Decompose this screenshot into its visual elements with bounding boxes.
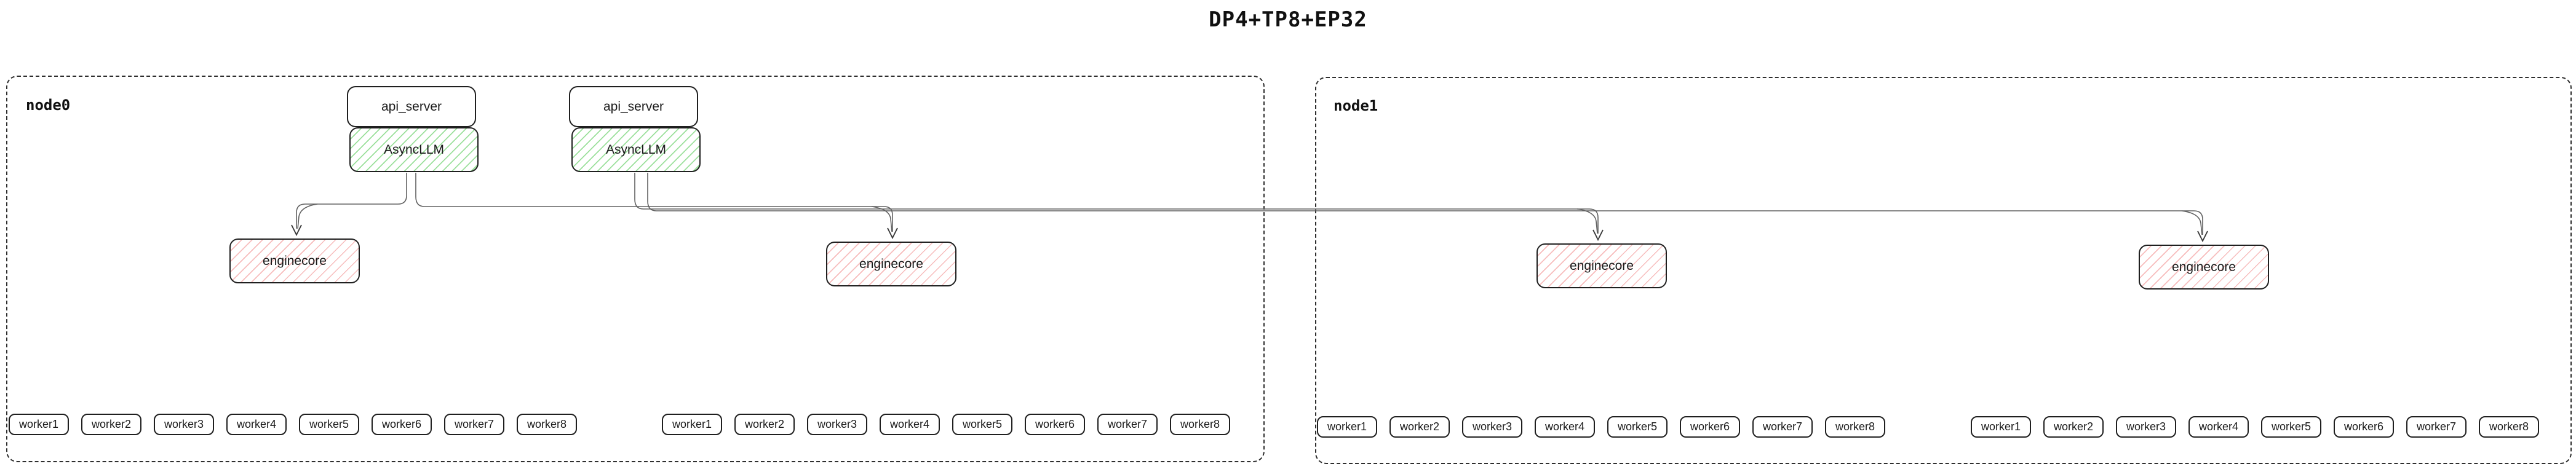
worker-box: worker6: [1680, 416, 1740, 438]
asyncllm-box-2: AsyncLLM: [571, 127, 701, 172]
worker-box: worker5: [2261, 416, 2321, 438]
worker-box: worker2: [81, 414, 141, 435]
worker-box: worker2: [2043, 416, 2104, 438]
worker-box: worker5: [952, 414, 1012, 435]
worker-box: worker4: [1535, 416, 1595, 438]
worker-box: worker3: [1462, 416, 1522, 438]
worker-box: worker2: [1389, 416, 1450, 438]
worker-box: worker1: [662, 414, 722, 435]
worker-box: worker8: [1170, 414, 1230, 435]
worker-box: worker6: [372, 414, 432, 435]
worker-box: worker6: [1025, 414, 1085, 435]
asyncllm-box-1: AsyncLLM: [349, 127, 479, 172]
worker-box: worker4: [226, 414, 287, 435]
worker-box: worker3: [2116, 416, 2176, 438]
worker-box: worker8: [1825, 416, 1885, 438]
worker-box: worker1: [9, 414, 69, 435]
node0-label: node0: [26, 97, 71, 114]
diagram-title: DP4+TP8+EP32: [1209, 7, 1367, 32]
enginecore-box-2: enginecore: [826, 242, 956, 286]
node1-group: [1315, 77, 2572, 464]
enginecore-box-3: enginecore: [1536, 243, 1667, 288]
worker-box: worker4: [880, 414, 940, 435]
worker-box: worker3: [807, 414, 867, 435]
worker-box: worker5: [1607, 416, 1668, 438]
node1-label: node1: [1334, 97, 1378, 114]
worker-box: worker4: [2188, 416, 2249, 438]
worker-box: worker1: [1971, 416, 2031, 438]
node0-group: [6, 76, 1265, 462]
worker-box: worker7: [1097, 414, 1158, 435]
worker-box: worker6: [2334, 416, 2394, 438]
enginecore-box-4: enginecore: [2139, 245, 2269, 290]
enginecore-box-1: enginecore: [229, 238, 360, 283]
api-server-box-2: api_server: [569, 86, 698, 127]
worker-box: worker7: [2406, 416, 2467, 438]
worker-box: worker7: [444, 414, 504, 435]
worker-box: worker8: [517, 414, 577, 435]
worker-box: worker7: [1752, 416, 1813, 438]
worker-box: worker3: [154, 414, 214, 435]
worker-box: worker1: [1317, 416, 1377, 438]
worker-box: worker8: [2479, 416, 2539, 438]
worker-box: worker2: [734, 414, 795, 435]
worker-box: worker5: [299, 414, 359, 435]
api-server-box-1: api_server: [347, 86, 476, 127]
